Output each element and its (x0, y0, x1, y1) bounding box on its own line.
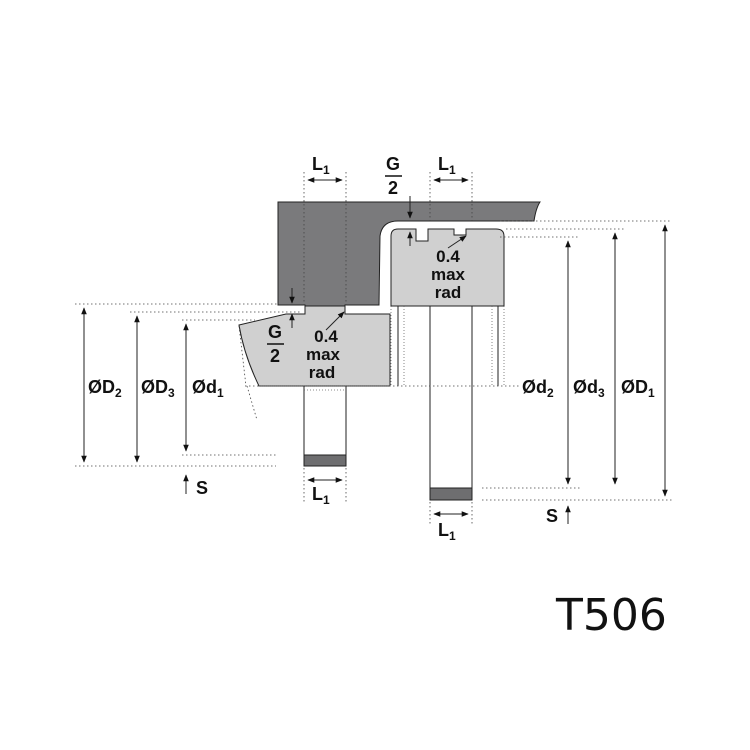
left-seal-face (303, 454, 347, 467)
label-d2-right: Ød2 (522, 377, 554, 400)
label-L1-bottom-left: L1 (312, 484, 330, 507)
right-seal-face (429, 487, 473, 501)
svg-text:G: G (386, 154, 400, 174)
label-S-left: S (196, 478, 208, 498)
svg-text:0.4: 0.4 (314, 327, 338, 346)
note-radius-right: 0.4 max rad (431, 247, 466, 302)
radius-leader-left (325, 311, 345, 331)
label-L1-bottom-right: L1 (438, 520, 456, 543)
svg-text:0.4: 0.4 (436, 247, 460, 266)
label-d1-left: Ød1 (192, 377, 224, 400)
right-seal-body (390, 228, 505, 307)
label-L1-top-right: L1 (438, 154, 456, 177)
label-D2-left: ØD2 (88, 377, 122, 400)
left-seal-body (238, 305, 391, 387)
svg-text:G: G (268, 322, 282, 342)
label-d3-right: Ød3 (573, 377, 605, 400)
label-D3-left: ØD3 (141, 377, 175, 400)
label-L1-top-left: L1 (312, 154, 330, 177)
radius-leader-right (447, 235, 467, 249)
svg-text:rad: rad (435, 283, 461, 302)
label-S-right: S (546, 506, 558, 526)
svg-text:max: max (431, 265, 466, 284)
label-G-over-2-top: G 2 (385, 154, 402, 198)
svg-text:rad: rad (309, 363, 335, 382)
product-code: T506 (555, 590, 667, 641)
note-radius-left: 0.4 max rad (306, 327, 341, 382)
label-D1-right: ØD1 (621, 377, 655, 400)
svg-text:2: 2 (388, 178, 398, 198)
svg-text:2: 2 (270, 346, 280, 366)
svg-text:max: max (306, 345, 341, 364)
label-G-over-2-left: G 2 (267, 322, 284, 366)
